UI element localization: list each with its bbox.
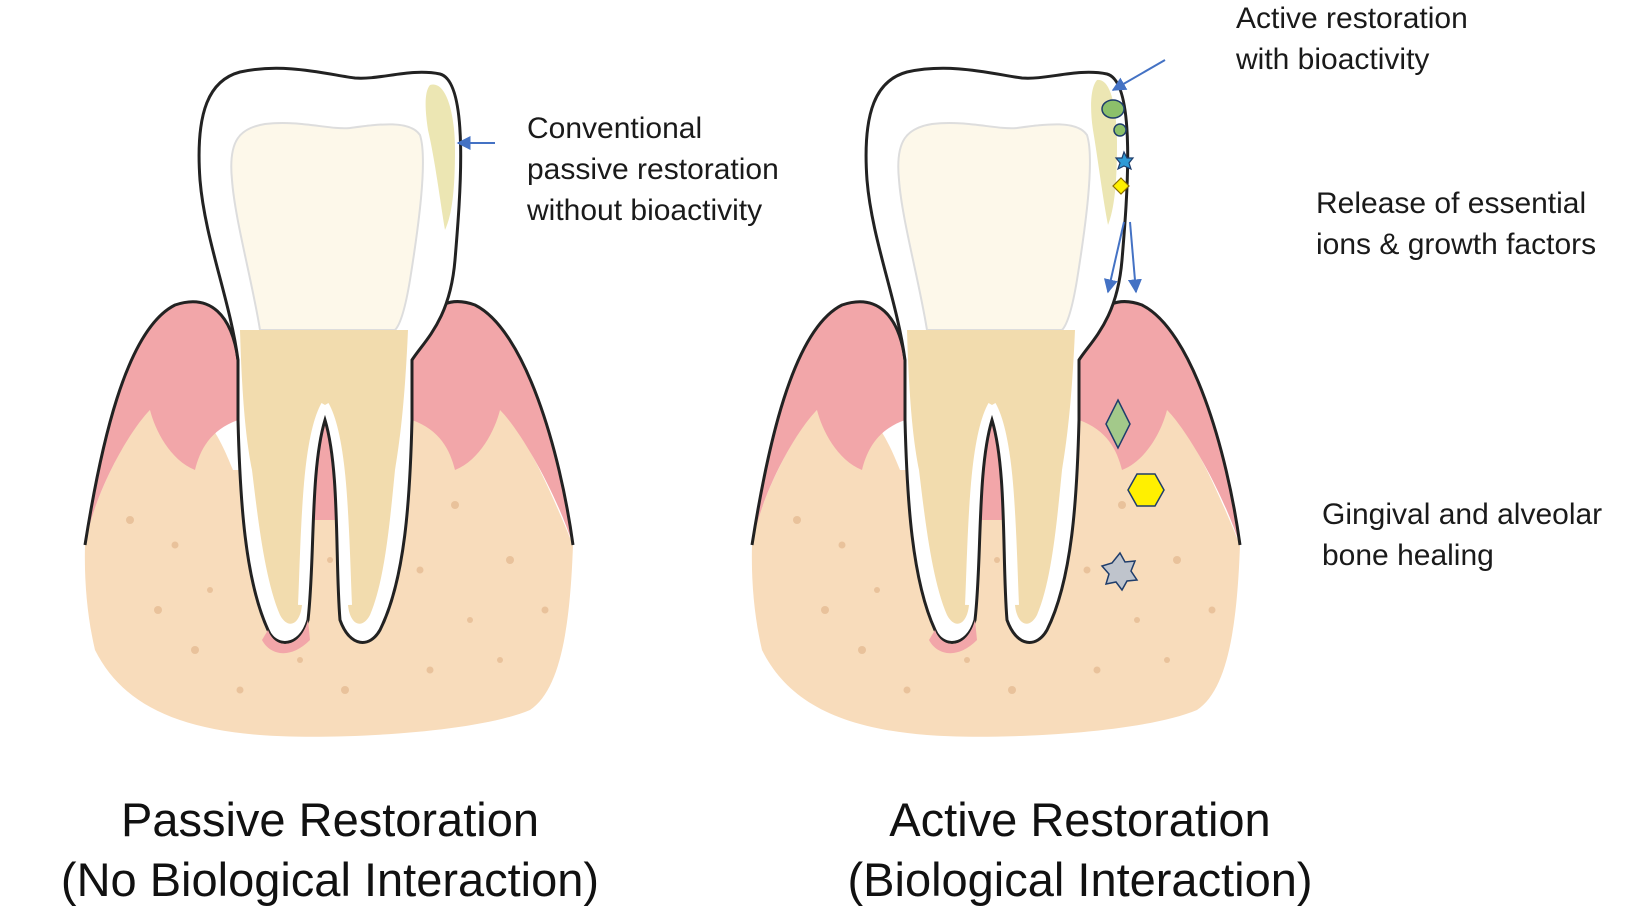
- active-restoration-annotation: Active restoration with bioactivity: [1236, 0, 1468, 80]
- release-arrow-left: [1103, 221, 1125, 294]
- passive-annotation-line-3: without bioactivity: [527, 194, 763, 227]
- release-annotation: Release of essential ions & growth facto…: [1316, 183, 1596, 265]
- ion-star-icon: [1114, 150, 1135, 171]
- release-arrow-right: [1127, 221, 1142, 294]
- release-annotation-line-1: Release of essential: [1316, 187, 1587, 220]
- passive-annotation-line-2: passive restoration: [527, 153, 779, 186]
- passive-caption-subtitle: (No Biological Interaction): [60, 853, 600, 906]
- ion-diamond-icon: [1112, 177, 1130, 195]
- healing-annotation-line-1: Gingival and alveolar: [1322, 498, 1603, 531]
- active-caption: Active Restoration (Biological Interacti…: [755, 790, 1405, 910]
- passive-caption-title: Passive Restoration: [121, 793, 539, 846]
- passive-annotation-line-1: Conventional: [527, 112, 703, 145]
- active-caption-subtitle: (Biological Interaction): [847, 853, 1313, 906]
- passive-tooth-illustration: [85, 68, 573, 736]
- passive-restoration-layer: [425, 84, 455, 231]
- passive-caption: Passive Restoration (No Biological Inter…: [0, 790, 660, 910]
- healing-hexagon-icon: [1127, 473, 1165, 507]
- healing-diamond-icon: [1105, 398, 1131, 450]
- active-tooth-illustration: [752, 59, 1240, 737]
- ion-circle-icon: [1113, 123, 1127, 137]
- healing-annotation: Gingival and alveolar bone healing: [1322, 494, 1602, 576]
- ion-ellipse-icon: [1101, 99, 1125, 119]
- active-annotation-line-1: Active restoration: [1236, 2, 1468, 35]
- healing-star-icon: [1100, 551, 1139, 592]
- restoration-arrow: [1111, 59, 1166, 91]
- passive-restoration-annotation: Conventional passive restoration without…: [527, 108, 779, 231]
- release-annotation-line-2: ions & growth factors: [1316, 228, 1597, 261]
- healing-annotation-line-2: bone healing: [1322, 539, 1494, 572]
- active-annotation-line-2: with bioactivity: [1236, 43, 1430, 76]
- active-caption-title: Active Restoration: [889, 793, 1271, 846]
